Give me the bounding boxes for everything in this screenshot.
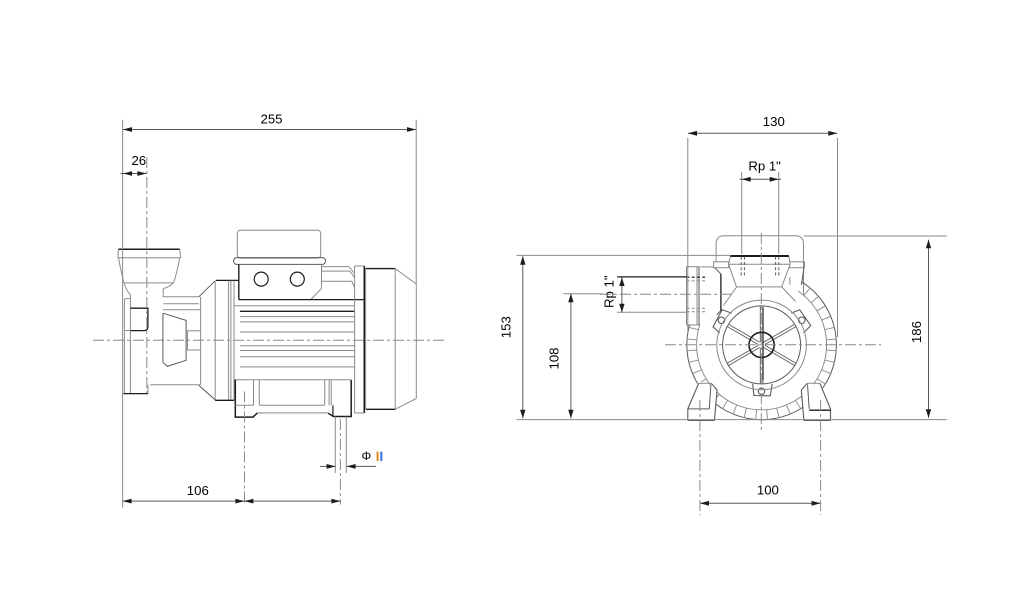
svg-text:Φ: Φ xyxy=(362,449,372,463)
svg-text:186: 186 xyxy=(909,321,924,343)
svg-text:106: 106 xyxy=(187,483,209,498)
svg-text:130: 130 xyxy=(763,114,785,129)
svg-text:Rp 1": Rp 1" xyxy=(602,275,617,308)
svg-text:100: 100 xyxy=(757,483,779,498)
svg-text:108: 108 xyxy=(547,347,562,369)
svg-text:255: 255 xyxy=(260,111,282,126)
svg-text:153: 153 xyxy=(498,316,513,338)
svg-text:Rp 1": Rp 1" xyxy=(748,158,781,173)
svg-text:26: 26 xyxy=(131,153,146,168)
